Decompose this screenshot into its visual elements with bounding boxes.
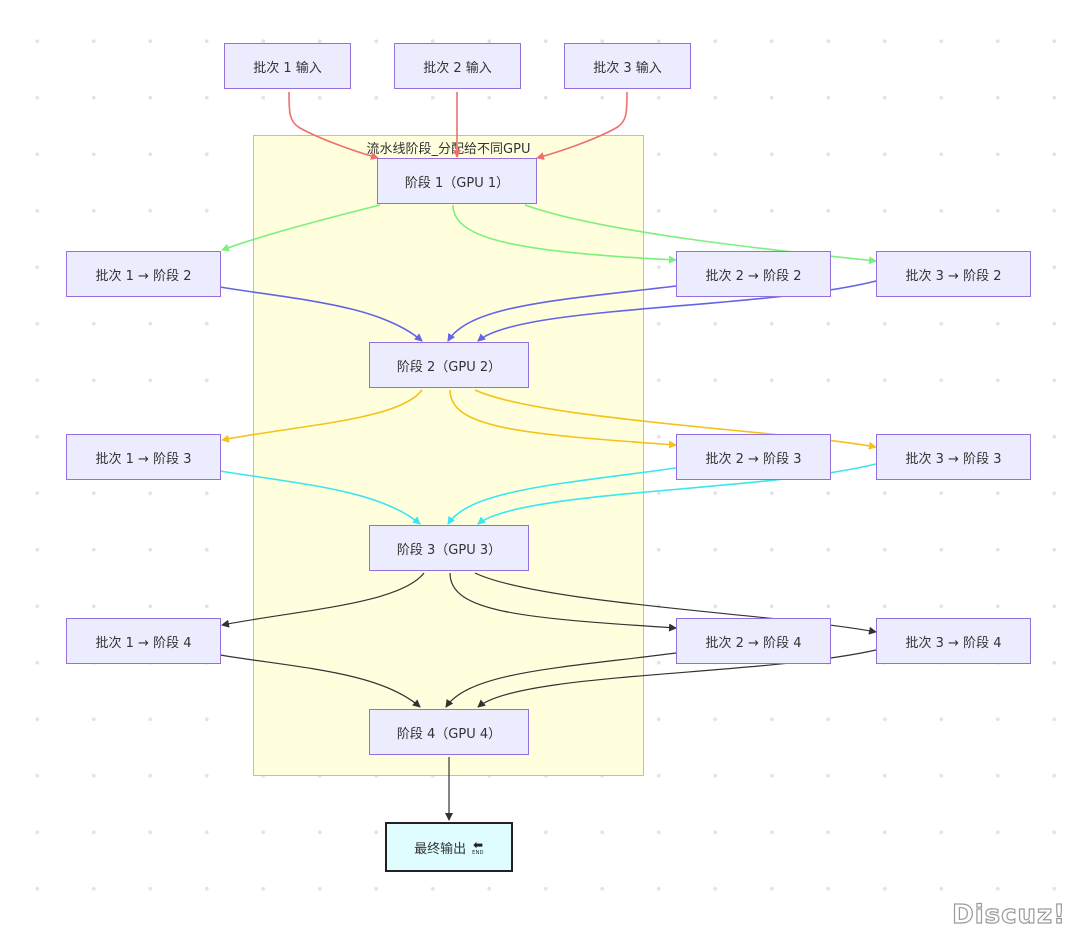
edge-s3-b1s4 xyxy=(221,572,425,628)
node-batch3-input[interactable]: 批次 3 输入 xyxy=(564,43,691,89)
node-label: 批次 1 → 阶段 3 xyxy=(95,451,192,467)
node-label: 阶段 4（GPU 4） xyxy=(396,726,502,742)
edge-s2-b2s3 xyxy=(449,389,677,449)
node-stage2[interactable]: 阶段 2（GPU 2） xyxy=(369,342,529,388)
node-label: 批次 3 输入 xyxy=(593,60,662,76)
edge-b1s4-s4 xyxy=(219,654,421,708)
end-icon: ⬅ END xyxy=(472,839,484,856)
node-stage4[interactable]: 阶段 4（GPU 4） xyxy=(369,709,529,755)
node-label: 批次 3 → 阶段 4 xyxy=(905,635,1002,651)
edge-b2s2-s2 xyxy=(447,285,677,342)
node-label: 最终输出 xyxy=(414,841,467,857)
node-batch1-input[interactable]: 批次 1 输入 xyxy=(224,43,351,89)
node-batch2-stage2[interactable]: 批次 2 → 阶段 2 xyxy=(676,251,831,297)
node-batch2-input[interactable]: 批次 2 输入 xyxy=(394,43,521,89)
node-batch1-stage4[interactable]: 批次 1 → 阶段 4 xyxy=(66,618,221,664)
edge-b1s3-s3 xyxy=(219,470,421,525)
node-batch1-stage2[interactable]: 批次 1 → 阶段 2 xyxy=(66,251,221,297)
node-batch2-stage3[interactable]: 批次 2 → 阶段 3 xyxy=(676,434,831,480)
pipeline-subgraph: 流水线阶段_分配给不同GPU xyxy=(253,135,644,776)
edge-in3-s1 xyxy=(536,91,628,160)
end-icon-arrow: ⬅ xyxy=(472,837,484,852)
watermark-logo: Discuz! xyxy=(952,899,1066,930)
node-label: 批次 3 → 阶段 3 xyxy=(905,451,1002,467)
node-stage1[interactable]: 阶段 1（GPU 1） xyxy=(377,158,537,204)
edge-b2s4-s4 xyxy=(445,652,677,708)
edge-s3-b2s4 xyxy=(449,572,677,632)
node-stage3[interactable]: 阶段 3（GPU 3） xyxy=(369,525,529,571)
node-batch3-stage3[interactable]: 批次 3 → 阶段 3 xyxy=(876,434,1031,480)
node-label: 批次 2 → 阶段 2 xyxy=(705,268,802,284)
node-label: 阶段 3（GPU 3） xyxy=(396,542,502,558)
node-label: 批次 3 → 阶段 2 xyxy=(905,268,1002,284)
edge-s1-b2s2 xyxy=(452,204,677,264)
node-label: 批次 2 → 阶段 3 xyxy=(705,451,802,467)
subgraph-title: 流水线阶段_分配给不同GPU xyxy=(366,142,531,157)
node-label: 批次 2 → 阶段 4 xyxy=(705,635,802,651)
edge-b1s2-s2 xyxy=(219,286,423,342)
node-label: 阶段 2（GPU 2） xyxy=(396,359,502,375)
node-label: 阶段 1（GPU 1） xyxy=(404,175,510,191)
node-batch3-stage2[interactable]: 批次 3 → 阶段 2 xyxy=(876,251,1031,297)
edge-b2s3-s3 xyxy=(447,467,677,525)
edge-s2-b1s3 xyxy=(221,389,423,443)
node-batch1-stage3[interactable]: 批次 1 → 阶段 3 xyxy=(66,434,221,480)
node-label: 批次 1 → 阶段 2 xyxy=(95,268,192,284)
node-final-output[interactable]: 最终输出 ⬅ END xyxy=(385,822,513,872)
edge-s1-b3s2 xyxy=(524,204,877,265)
edge-s1-b1s2 xyxy=(221,204,381,252)
end-icon-text: END xyxy=(472,849,484,856)
node-batch2-stage4[interactable]: 批次 2 → 阶段 4 xyxy=(676,618,831,664)
node-batch3-stage4[interactable]: 批次 3 → 阶段 4 xyxy=(876,618,1031,664)
node-label: 批次 2 输入 xyxy=(423,60,492,76)
node-label: 批次 1 输入 xyxy=(253,60,322,76)
node-label: 批次 1 → 阶段 4 xyxy=(95,635,192,651)
edge-in1-s1 xyxy=(288,91,379,160)
